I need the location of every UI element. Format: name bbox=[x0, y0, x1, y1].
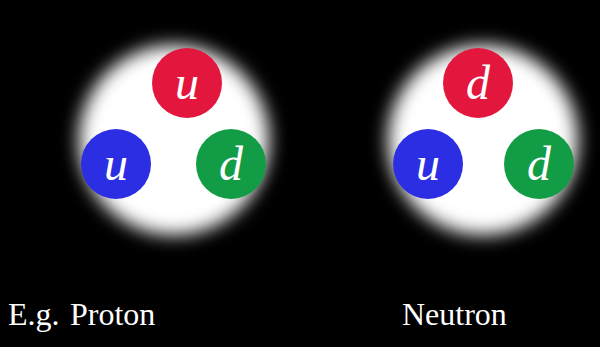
particle-blob: Protonuud bbox=[54, 20, 294, 260]
quark-flavour: d bbox=[527, 140, 551, 188]
quark-flavour: u bbox=[416, 140, 440, 188]
particle-name: Proton bbox=[70, 297, 155, 332]
quark-flavour: u bbox=[104, 140, 128, 188]
quark-flavour: d bbox=[219, 140, 243, 188]
example-label: E.g. bbox=[8, 297, 60, 332]
particle-name: Neutron bbox=[402, 297, 507, 332]
quark-flavour: u bbox=[175, 59, 199, 107]
quark-circle: u bbox=[152, 48, 222, 118]
quark-circle: d bbox=[196, 129, 266, 199]
quark-circle: d bbox=[443, 48, 513, 118]
quark-flavour: d bbox=[466, 59, 490, 107]
quark-circle: u bbox=[393, 129, 463, 199]
quark-circle: d bbox=[504, 129, 574, 199]
particle-blob: Neutrondud bbox=[363, 20, 600, 260]
quark-circle: u bbox=[81, 129, 151, 199]
